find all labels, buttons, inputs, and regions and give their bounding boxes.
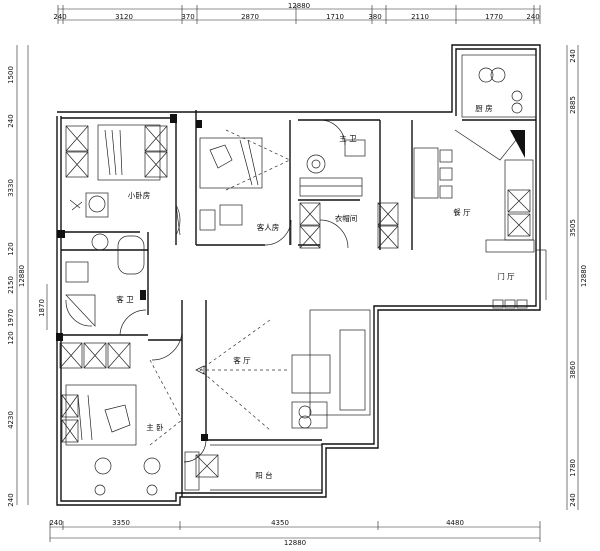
- exterior-walls: [56, 44, 541, 506]
- right-total-dimension: 12880: [580, 265, 588, 287]
- label-guest-room: 客人房: [257, 222, 280, 232]
- bottom-dim-3: 4350: [271, 519, 289, 527]
- top-dim-1: 240: [53, 13, 66, 21]
- right-dim-2: 2885: [569, 96, 577, 114]
- top-dimension-chain: 12880 240 3120 370 2870 1710 380 2110 17…: [53, 2, 541, 24]
- wardrobe-unit: [107, 342, 131, 369]
- top-dim-8: 1770: [485, 13, 503, 21]
- wardrobe-unit: [507, 189, 531, 213]
- wardrobe-unit: [299, 225, 321, 249]
- wardrobe-unit: [59, 342, 83, 369]
- left-dim-7: 120: [7, 331, 15, 344]
- wardrobe-unit: [61, 394, 79, 418]
- top-dim-7: 2110: [411, 13, 429, 21]
- bottom-dim-4: 4480: [446, 519, 464, 527]
- left-dim-3: 3330: [7, 179, 15, 197]
- dining-furniture: [413, 147, 535, 253]
- wardrobe-unit: [299, 202, 321, 226]
- master-bedroom-furniture: [65, 359, 200, 496]
- left-dim-1: 1500: [7, 66, 15, 84]
- column-blocks: [56, 114, 208, 441]
- small-bedroom-furniture: [69, 124, 161, 218]
- doors: [119, 119, 349, 463]
- bottom-dimension-chain: 240 3350 4350 4480 12880: [49, 519, 541, 547]
- label-dining: 餐 厅: [453, 208, 471, 217]
- left-dim-9: 240: [7, 493, 15, 506]
- top-dim-5: 1710: [326, 13, 344, 21]
- right-dimension-chain: 240 2885 3505 3860 1780 240 12880: [566, 45, 588, 510]
- left-dim-2: 240: [7, 114, 15, 127]
- wardrobe-unit: [195, 454, 219, 478]
- guest-bath-fixtures: [65, 233, 145, 327]
- main-bath-fixtures: [299, 139, 366, 197]
- wardrobe-unit: [377, 225, 399, 249]
- foyer-details: [492, 249, 547, 309]
- label-living: 客 厅: [233, 355, 251, 365]
- wardrobe-unit: [144, 151, 168, 178]
- bottom-total-dimension: 12880: [284, 539, 306, 547]
- wardrobes: [59, 125, 531, 478]
- top-dim-6: 380: [368, 13, 381, 21]
- label-master-bedroom: 主 卧: [146, 422, 164, 432]
- left-total-dimension: 12880: [18, 265, 26, 287]
- label-guest-bath: 客 卫: [116, 294, 134, 304]
- label-balcony: 阳 台: [255, 470, 272, 480]
- wardrobe-unit: [144, 125, 168, 152]
- wardrobe-unit: [65, 151, 89, 178]
- wardrobe-unit: [65, 125, 89, 152]
- right-dim-1: 240: [569, 49, 577, 62]
- wardrobe-unit: [61, 419, 79, 443]
- left-dim-5: 2150: [7, 276, 15, 294]
- wardrobe-unit: [83, 342, 107, 369]
- guest-room-furniture: [199, 129, 291, 231]
- label-kitchen: 厨 房: [475, 103, 492, 113]
- right-dim-5: 1780: [569, 459, 577, 477]
- bottom-dim-1: 240: [49, 519, 62, 527]
- label-wardrobe-room: 衣帽间: [335, 213, 358, 223]
- room-labels: 小卧房 客人房 主 卫 厨 房 衣帽间 餐 厅 客 卫 门 厅 客 厅 主 卧 …: [116, 103, 515, 480]
- top-dim-4: 2870: [241, 13, 259, 21]
- wardrobe-unit: [377, 202, 399, 226]
- left-dim-6: 1970: [7, 309, 15, 327]
- top-dim-9: 240: [526, 13, 539, 21]
- top-dim-3: 370: [181, 13, 194, 21]
- left-dim-4: 120: [7, 242, 15, 255]
- label-small-bedroom: 小卧房: [128, 190, 151, 200]
- left-sub-dimension: 1870: [38, 299, 46, 317]
- bottom-dim-2: 3350: [112, 519, 130, 527]
- top-dim-2: 3120: [115, 13, 133, 21]
- wardrobe-unit: [507, 213, 531, 237]
- interior-walls: [61, 110, 536, 497]
- top-total-dimension: 12880: [288, 2, 310, 10]
- living-furniture: [195, 309, 371, 431]
- right-dim-6: 240: [569, 493, 577, 506]
- left-dim-8: 4230: [7, 411, 15, 429]
- label-foyer: 门 厅: [497, 272, 515, 281]
- balcony-frame: [210, 444, 322, 491]
- right-dim-3: 3505: [569, 219, 577, 237]
- label-main-bath: 主 卫: [339, 133, 357, 143]
- left-dimension-chain: 1500 240 3330 120 2150 1970 120 4230 240…: [7, 45, 48, 507]
- right-dim-4: 3860: [569, 361, 577, 379]
